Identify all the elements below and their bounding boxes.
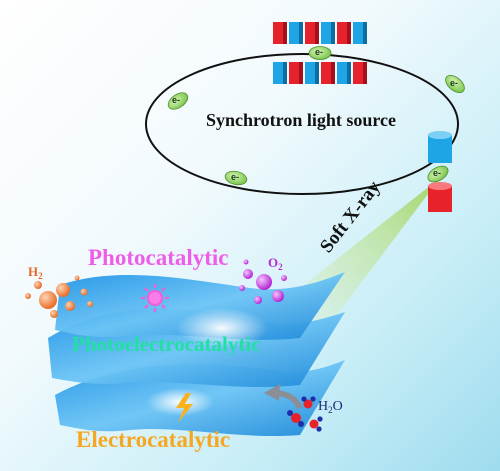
electron-label: e- — [172, 95, 181, 105]
sheet-top — [55, 272, 345, 340]
arrow-icon — [264, 384, 303, 410]
lightning-icon — [176, 393, 193, 423]
o2-label: O2 — [268, 255, 283, 272]
catalyst-sheets — [48, 272, 345, 437]
undulator-top-row — [273, 22, 367, 44]
electron-icon — [308, 46, 332, 60]
synchrotron-title: Synchrotron light source — [206, 110, 397, 130]
electrocatalytic-label: Electrocatalytic — [76, 427, 231, 452]
electron-label: e- — [450, 78, 459, 88]
bending-magnet — [428, 131, 452, 212]
photocatalytic-label: Photocatalytic — [88, 245, 229, 270]
electron-icon — [427, 165, 449, 183]
h2-label: H2 — [28, 264, 43, 281]
storage-ring — [145, 53, 459, 195]
electron-icon — [445, 74, 465, 94]
h2-bubbles — [25, 275, 93, 318]
sun-icon — [141, 284, 169, 312]
o2-bubbles — [239, 259, 287, 304]
electron-label: e- — [433, 168, 442, 178]
photoelectrocatalytic-label: Photoelectrocatalytic — [72, 332, 261, 356]
electron-label: e- — [315, 47, 324, 57]
electron-label: e- — [231, 172, 240, 182]
water-molecule-icon — [287, 396, 323, 432]
electron-icon — [167, 92, 189, 110]
undulator-bottom-row — [273, 62, 367, 84]
h2o-label: H2O — [318, 399, 343, 415]
electron-icon — [224, 170, 248, 186]
